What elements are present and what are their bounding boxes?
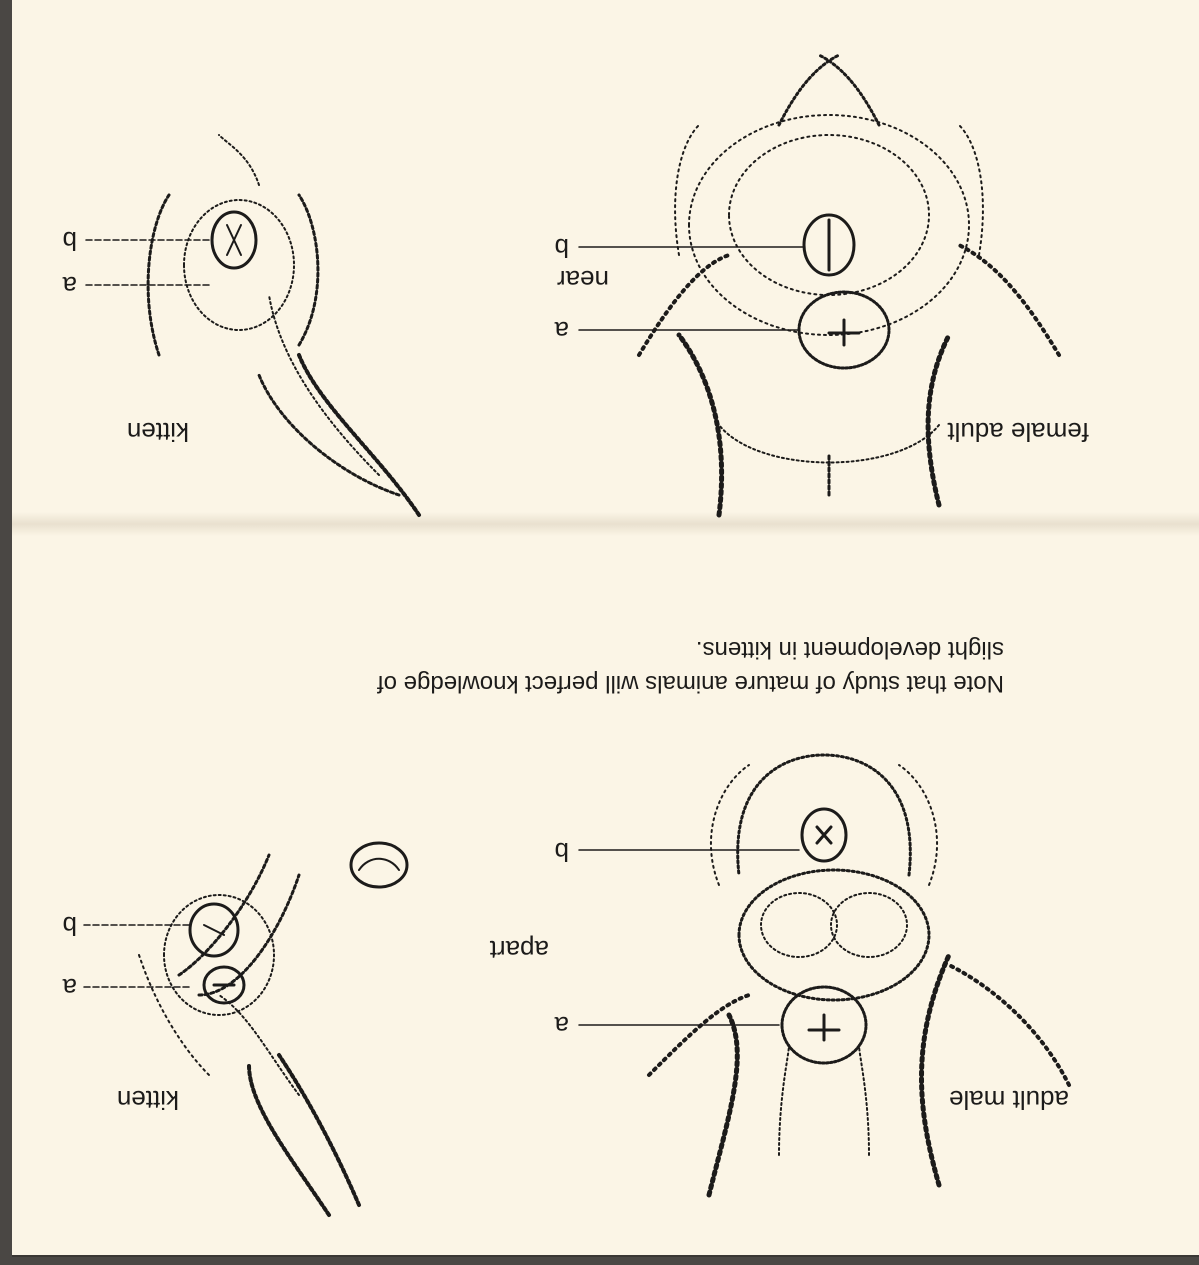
female-adult-label-a: a — [555, 315, 569, 346]
kitten-male-label-b: b — [63, 910, 77, 941]
adult-male-label-b: b — [555, 836, 569, 867]
study-note: Note that study of mature animals will p… — [364, 632, 1004, 700]
flipped-content: adult male a b apart kitten a b Note tha… — [12, 0, 1199, 1255]
kitten-female-caption: kitten — [127, 416, 189, 447]
female-adult-label-b: b — [555, 232, 569, 263]
anatomy-illustrations — [12, 0, 1199, 1255]
kitten-female-label-b: b — [63, 225, 77, 256]
adult-male-illustration — [579, 755, 1069, 1195]
kitten-male-label-a: a — [63, 972, 77, 1003]
document-sheet: adult male a b apart kitten a b Note tha… — [12, 0, 1199, 1257]
kitten-male-illustration — [84, 843, 407, 1215]
adult-male-annotation: apart — [490, 934, 549, 965]
female-adult-annotation: near — [557, 264, 609, 295]
adult-male-caption: adult male — [949, 1084, 1069, 1115]
female-adult-caption: female adult — [947, 416, 1089, 447]
kitten-female-illustration — [84, 135, 419, 515]
kitten-female-label-a: a — [63, 270, 77, 301]
adult-male-label-a: a — [555, 1010, 569, 1041]
kitten-male-caption: kitten — [117, 1084, 179, 1115]
